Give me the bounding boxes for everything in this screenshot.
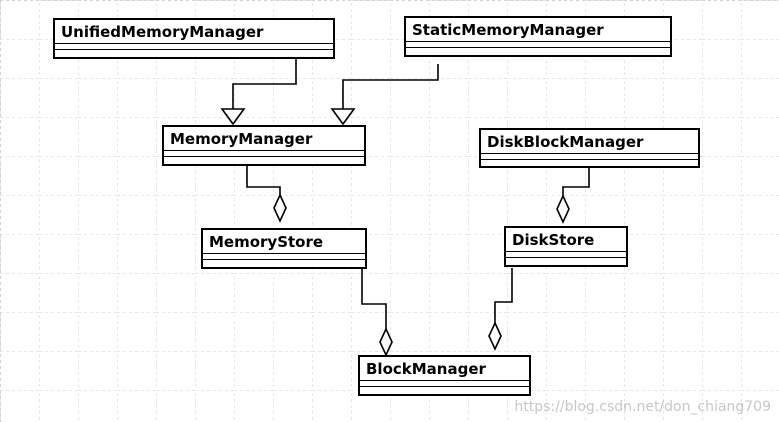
generalization-unified-to-memorymanager (220, 58, 297, 126)
attributes-compartment (55, 44, 333, 50)
attributes-compartment (481, 154, 698, 160)
methods-compartment (481, 160, 698, 165)
class-name: MemoryManager (164, 127, 364, 151)
class-disk-block-manager[interactable]: DiskBlockManager (479, 128, 700, 168)
class-name: DiskBlockManager (481, 130, 698, 154)
attributes-compartment (406, 42, 670, 48)
attributes-compartment (360, 381, 529, 387)
aggregation-diskblockmanager-diskstore (556, 167, 590, 224)
methods-compartment (203, 260, 365, 265)
aggregation-memorystore-blockmanager (361, 269, 393, 357)
class-name: StaticMemoryManager (406, 18, 670, 42)
attributes-compartment (203, 254, 365, 260)
class-name: UnifiedMemoryManager (55, 20, 333, 44)
methods-compartment (360, 387, 529, 392)
attributes-compartment (164, 151, 364, 157)
class-block-manager[interactable]: BlockManager (358, 355, 531, 396)
class-memory-manager[interactable]: MemoryManager (162, 125, 366, 166)
methods-compartment (406, 48, 670, 53)
class-name: BlockManager (360, 357, 529, 381)
methods-compartment (55, 50, 333, 55)
watermark-text: https://blog.csdn.net/don_chiang709 (514, 399, 771, 415)
class-disk-store[interactable]: DiskStore (504, 226, 628, 267)
aggregation-diskstore-blockmanager (488, 268, 513, 351)
aggregation-memorymanager-memorystore (246, 166, 287, 223)
generalization-static-to-memorymanager (330, 64, 439, 126)
class-unified-memory-manager[interactable]: UnifiedMemoryManager (53, 18, 335, 59)
methods-compartment (506, 258, 626, 263)
attributes-compartment (506, 252, 626, 258)
methods-compartment (164, 157, 364, 162)
class-name: DiskStore (506, 228, 626, 252)
class-static-memory-manager[interactable]: StaticMemoryManager (404, 16, 672, 57)
class-name: MemoryStore (203, 230, 365, 254)
class-memory-store[interactable]: MemoryStore (201, 228, 367, 269)
